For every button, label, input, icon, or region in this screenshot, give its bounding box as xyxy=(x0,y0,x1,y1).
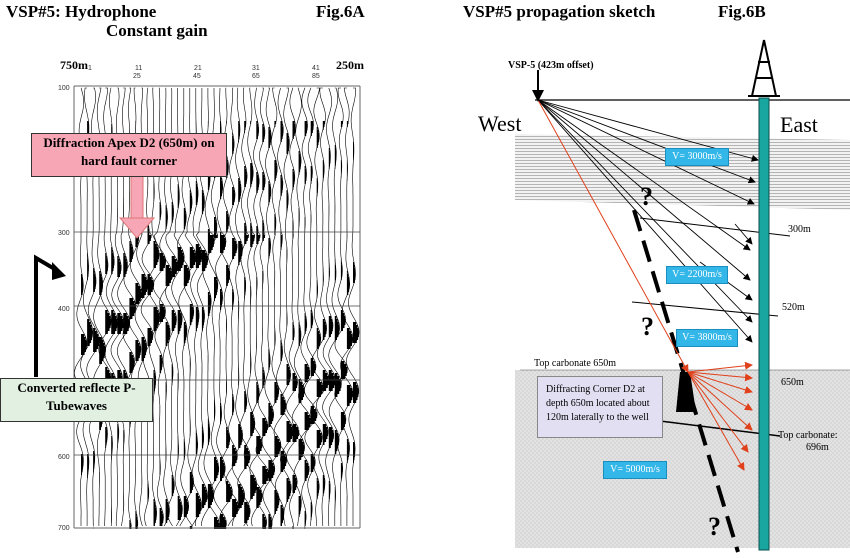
trace-wiggle xyxy=(286,87,300,527)
trace-fill xyxy=(177,121,185,520)
trace-tick-85: 85 xyxy=(312,73,320,80)
trace-wiggle xyxy=(231,87,245,527)
trace-fill xyxy=(207,121,215,508)
trace-tick-11: 11 xyxy=(135,65,142,72)
trace-fill xyxy=(105,139,112,505)
trace-tick-45: 45 xyxy=(193,73,201,80)
trace-wiggle xyxy=(237,87,251,527)
trace-fill xyxy=(81,154,87,529)
trace-tick-1: 1 xyxy=(88,65,92,72)
well-bore xyxy=(758,97,770,551)
trace-fill xyxy=(298,151,305,517)
left-title-line1: VSP#5: Hydrophone xyxy=(6,2,157,21)
trace-fill xyxy=(153,121,160,526)
red-rays xyxy=(537,99,753,471)
trace-fill xyxy=(189,136,197,529)
time-tick-100: 100 xyxy=(58,85,70,92)
question-mark-1: ? xyxy=(640,182,653,211)
question-mark-3: ? xyxy=(708,512,721,541)
trace-wiggle xyxy=(255,87,270,527)
pink-arrow-down-icon xyxy=(118,174,156,239)
trace-fill xyxy=(87,121,93,529)
trace-fill xyxy=(340,121,348,529)
trace-fill xyxy=(304,121,312,529)
converted-callout: Converted reflecte P-Tubewaves xyxy=(0,378,153,422)
trace-fill xyxy=(286,133,293,502)
trace-fill xyxy=(201,133,208,508)
trace-wiggle xyxy=(219,87,233,527)
time-tick-600: 600 xyxy=(58,454,70,461)
derrick-icon xyxy=(748,39,780,97)
trace-fill xyxy=(250,121,257,499)
question-mark-2: ? xyxy=(641,312,654,341)
right-figure-label: Fig.6B xyxy=(718,2,766,21)
trace-tick-41: 41 xyxy=(312,65,320,72)
trace-fill xyxy=(195,121,203,517)
trace-wiggle xyxy=(316,87,330,527)
trace-fill xyxy=(334,145,342,511)
depth-650: 650m xyxy=(781,377,804,388)
time-tick-400: 400 xyxy=(58,306,70,313)
trace-wiggle xyxy=(309,87,324,527)
trace-fill xyxy=(165,148,173,523)
trace-fill xyxy=(328,148,336,502)
trace-fill xyxy=(353,142,359,523)
layer-3000 xyxy=(515,134,850,210)
left-title-line2: Constant gain xyxy=(106,21,208,40)
trace-fill xyxy=(171,148,179,496)
trace-fill xyxy=(111,124,118,523)
source-arrow-icon xyxy=(532,70,544,102)
top-carbonate-right-1: Top carbonate: xyxy=(778,430,838,441)
diffraction-callout: Diffraction Apex D2 (650m) on hard fault… xyxy=(31,133,227,177)
trace-wiggle xyxy=(304,87,318,527)
top-carbonate-right-2: 696m xyxy=(806,442,829,453)
trace-fill xyxy=(310,121,318,520)
velocity-5000: V= 5000m/s xyxy=(603,461,667,479)
trace-wiggle xyxy=(334,87,348,526)
offset-left-label: 750m xyxy=(60,58,88,72)
velocity-3000: V= 3000m/s xyxy=(665,148,729,166)
source-label: VSP-5 (423m offset) xyxy=(508,60,594,71)
trace-fill xyxy=(93,148,100,529)
trace-tick-21: 21 xyxy=(194,65,202,72)
trace-wiggle xyxy=(298,87,312,527)
offset-right-label: 250m xyxy=(336,58,364,72)
depth-300: 300m xyxy=(788,224,811,235)
right-title: VSP#5 propagation sketch xyxy=(463,2,656,21)
trace-tick-65: 65 xyxy=(252,73,260,80)
velocity-2200: V= 2200m/s xyxy=(666,266,728,284)
bracket-arrowhead-icon xyxy=(52,262,66,280)
depth-520: 520m xyxy=(782,302,805,313)
bracket-arrow-icon xyxy=(34,254,60,377)
trace-fill xyxy=(238,121,245,508)
trace-tick-31: 31 xyxy=(252,65,260,72)
left-figure-label: Fig.6A xyxy=(316,2,365,21)
east-label: East xyxy=(780,112,818,137)
trace-fill xyxy=(226,121,233,502)
time-tick-700: 700 xyxy=(58,525,70,532)
trace-tick-25: 25 xyxy=(133,73,141,80)
time-tick-300: 300 xyxy=(58,230,70,237)
trace-wiggle xyxy=(261,87,276,527)
top-carbonate-left: Top carbonate 650m xyxy=(534,358,617,369)
diffracting-corner-box: Diffracting Corner D2 at depth 650m loca… xyxy=(537,376,663,438)
trace-fill xyxy=(292,121,299,529)
trace-fill xyxy=(262,124,269,529)
trace-fill xyxy=(274,121,281,514)
west-label: West xyxy=(478,111,522,136)
trace-fill xyxy=(123,136,130,511)
velocity-3800: V= 3800m/s xyxy=(676,329,738,347)
trace-fill xyxy=(117,145,124,502)
trace-wiggle xyxy=(280,87,294,527)
trace-fill xyxy=(183,148,190,517)
